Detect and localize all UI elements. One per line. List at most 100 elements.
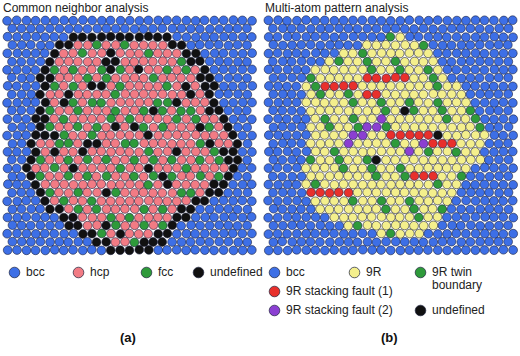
atom <box>396 230 405 239</box>
atom <box>196 221 205 230</box>
atom <box>504 139 513 148</box>
atom <box>419 106 428 115</box>
atom <box>316 139 325 148</box>
atom <box>13 197 22 206</box>
atom <box>405 98 414 107</box>
atom <box>386 246 395 255</box>
panel-title: Multi-atom pattern analysis <box>265 1 408 15</box>
atom <box>382 156 391 165</box>
atom <box>78 147 87 156</box>
atom <box>287 24 296 33</box>
atom <box>377 246 386 255</box>
panel-label: (a) <box>120 330 136 345</box>
atom <box>448 106 457 115</box>
atom <box>172 49 181 58</box>
atom <box>452 65 461 74</box>
atom <box>74 106 83 115</box>
atom <box>41 16 50 25</box>
atom <box>339 32 348 41</box>
atom <box>130 156 139 165</box>
atom <box>462 196 471 205</box>
atom <box>306 155 315 164</box>
atom <box>163 98 172 107</box>
atom <box>471 16 480 25</box>
atom <box>107 180 116 189</box>
atom <box>475 40 484 49</box>
atom <box>215 205 224 214</box>
atom <box>46 24 55 33</box>
atom <box>288 73 297 82</box>
atom <box>288 172 297 181</box>
atom <box>46 238 55 247</box>
atom <box>499 147 508 156</box>
atom <box>224 41 233 50</box>
atom <box>205 123 214 132</box>
atom <box>83 237 92 246</box>
atom <box>45 172 54 181</box>
atom <box>311 98 320 107</box>
atom <box>311 197 320 206</box>
atom <box>210 131 219 140</box>
atom <box>509 180 518 189</box>
atom <box>334 205 343 214</box>
atom <box>106 131 115 140</box>
atom <box>325 106 334 115</box>
atom <box>224 237 233 246</box>
atom <box>297 122 306 131</box>
atom <box>168 58 177 67</box>
atom <box>433 33 442 42</box>
atom <box>382 237 391 246</box>
atom <box>344 188 353 197</box>
atom <box>196 156 205 165</box>
atom <box>106 197 115 206</box>
atom <box>83 188 92 197</box>
atom <box>269 204 278 213</box>
atom <box>400 188 409 197</box>
atom <box>219 82 228 91</box>
atom <box>17 139 26 148</box>
atom <box>22 147 31 156</box>
atom <box>167 73 176 82</box>
atom <box>406 32 415 41</box>
atom <box>36 156 45 165</box>
atom <box>447 237 456 246</box>
atom <box>415 213 424 222</box>
atom <box>386 32 395 41</box>
atom <box>229 180 238 189</box>
atom <box>434 131 443 140</box>
atom <box>234 57 243 66</box>
atom <box>311 246 320 255</box>
atom <box>182 147 191 156</box>
atom <box>339 230 348 239</box>
atom <box>377 147 386 156</box>
atom <box>382 221 391 230</box>
atom <box>273 147 282 156</box>
atom <box>224 106 233 115</box>
atom <box>200 65 209 74</box>
atom <box>504 90 513 99</box>
atom <box>74 172 83 181</box>
atom <box>330 131 339 140</box>
atom <box>321 82 330 91</box>
atom <box>387 213 396 222</box>
atom <box>368 114 377 123</box>
atom <box>288 205 297 214</box>
atom <box>377 229 386 238</box>
atom <box>311 147 320 156</box>
atom <box>26 41 35 50</box>
atom <box>490 131 499 140</box>
atom <box>102 188 111 197</box>
atom <box>78 66 87 75</box>
atom <box>243 90 252 99</box>
atom <box>60 180 69 189</box>
atom <box>395 196 404 205</box>
atom <box>22 16 31 25</box>
atom <box>167 156 176 165</box>
atom <box>419 74 428 83</box>
atom <box>391 24 400 33</box>
atom <box>116 98 125 107</box>
atom <box>387 197 396 206</box>
atom <box>3 229 12 238</box>
atom <box>340 115 349 124</box>
atom <box>283 65 292 74</box>
